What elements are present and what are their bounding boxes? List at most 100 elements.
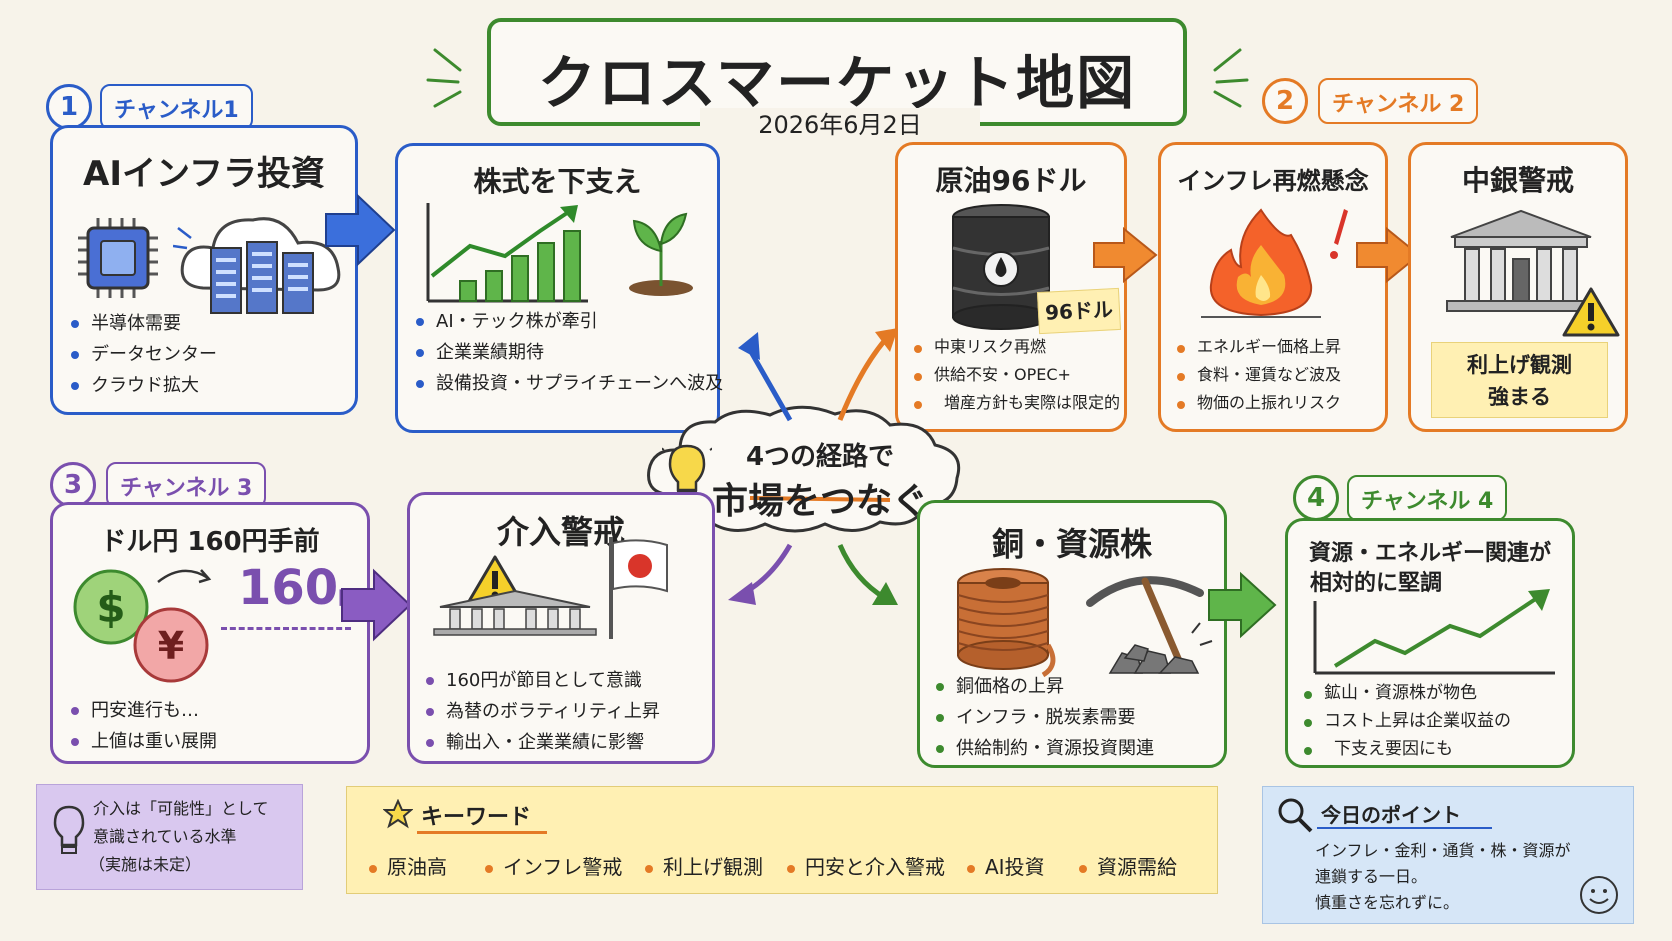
keyword-item: 円安と介入警戒 [787, 851, 945, 880]
copper-coil-icon [957, 568, 1056, 678]
list-item: 増産方針も実際は限定的 [914, 389, 1120, 417]
fire-icon [1201, 208, 1321, 318]
central-bank-title: 中銀警戒 [1461, 164, 1574, 197]
center-connector-arrows [728, 328, 898, 605]
list-item: 半導体需要 [71, 308, 217, 339]
list-item: 企業業績期待 [416, 337, 723, 368]
list-item: データセンター [71, 339, 217, 370]
warning-icon [1562, 287, 1620, 337]
svg-text:¥: ¥ [158, 624, 184, 668]
list-item: 物価の上振れリスク [1177, 389, 1341, 417]
intervention-note-line1: 介入は「可能性」として [93, 799, 269, 818]
today-point-title: 今日のポイント [1321, 803, 1461, 827]
list-item: 輸出入・企業業績に影響 [426, 727, 660, 758]
list-item: 下支え要因にも [1304, 735, 1511, 763]
list-item: 上値は重い展開 [71, 726, 217, 757]
list-item: 供給制約・資源投資関連 [936, 733, 1154, 764]
oil-barrel-icon [952, 204, 1050, 330]
resources-bullets: 鉱山・資源株が物色 コスト上昇は企業収益の 下支え要因にも [1304, 679, 1511, 763]
channel4-number: 4 [1293, 475, 1339, 521]
list-item: 銅価格の上昇 [936, 671, 1154, 702]
list-item: 中東リスク再燃 [914, 333, 1120, 361]
smiley-icon [1580, 876, 1618, 914]
ai-infra-bullets: 半導体需要 データセンター クラウド拡大 [71, 308, 217, 401]
keyword-item: インフレ警戒 [485, 851, 622, 880]
center-line2: 市場をつなぐ [711, 481, 928, 522]
intervention-bullets: 160円が節目として意識 為替のボラティリティ上昇 輸出入・企業業績に影響 [426, 665, 660, 758]
center-cloud-shape [647, 405, 961, 533]
arrow-orange-right-icon [1093, 226, 1158, 284]
stock-support-card: 株式を下支え AI・テック株が牽引 企業業績期待 設備投資・サプライチェーンへ波… [395, 143, 723, 433]
list-item: 鉱山・資源株が物色 [1304, 679, 1511, 707]
copper-bullets: 銅価格の上昇 インフラ・脱炭素需要 供給制約・資源投資関連 [936, 671, 1154, 764]
ai-infra-title: AIインフラ投資 [83, 154, 325, 194]
list-item: 160円が節目として意識 [426, 665, 660, 696]
today-point-underline [1317, 827, 1492, 829]
title-accent-marks [426, 48, 462, 108]
list-item: 供給不安・OPEC+ [914, 361, 1120, 389]
keywords-panel: キーワード 原油高 インフレ警戒 利上げ観測 円安と介入警戒 AI投資 資源需給 [346, 786, 1218, 894]
stock-support-title: 株式を下支え [473, 165, 642, 198]
japan-flag-icon [609, 537, 668, 639]
cloud-server-icon [173, 217, 341, 314]
keyword-item: 利上げ観測 [645, 851, 763, 880]
copper-title: 銅・資源株 [991, 525, 1152, 563]
list-item: 円安進行も… [71, 695, 217, 726]
list-item: エネルギー価格上昇 [1177, 333, 1341, 361]
rising-line-chart-icon [1313, 589, 1555, 675]
center-line1: 4つの経路で [745, 442, 895, 472]
sprout-icon [629, 212, 693, 296]
today-point-line3: 慎重さを忘れずに。 [1315, 893, 1460, 912]
list-item: インフラ・脱炭素需要 [936, 702, 1154, 733]
list-item: クラウド拡大 [71, 370, 217, 401]
arrow-orange-right-icon-2 [1356, 226, 1421, 284]
arrow-green-right-icon [1208, 571, 1277, 639]
star-icon [383, 799, 413, 829]
inflation-bullets: エネルギー価格上昇 食料・運賃など波及 物価の上振れリスク [1177, 333, 1341, 417]
keyword-item: AI投資 [967, 851, 1045, 880]
keywords-title: キーワード [421, 805, 532, 830]
today-point-line2: 連鎖する一日。 [1315, 867, 1428, 886]
chip-icon [78, 218, 158, 298]
list-item: 為替のボラティリティ上昇 [426, 696, 660, 727]
intervention-card: 介入警戒 160円が節目として意識 為替のボラティリティ上昇 輸出入・企業業績に… [407, 492, 715, 764]
date-label: 2026年6月2日 [700, 108, 980, 142]
channel2-tab: チャンネル 2 [1318, 78, 1479, 124]
rate-hike-note: 利上げ観測 強まる [1431, 342, 1608, 418]
today-point-panel: 今日のポイント インフレ・金利・通貨・株・資源が 連鎖する一日。 慎重さを忘れず… [1262, 786, 1634, 924]
lightbulb-icon [53, 805, 85, 854]
bank-building-icon [433, 589, 597, 636]
pickaxe-ore-icon [1086, 576, 1213, 674]
resources-title-line1: 資源・エネルギー関連が [1308, 541, 1551, 566]
title-accent-marks-right [1213, 48, 1249, 108]
intervention-note-line2: 意識されている水準 [93, 827, 237, 846]
level-dashed-line [221, 627, 351, 630]
list-item: 設備投資・サプライチェーンへ波及 [416, 368, 723, 399]
rate-hike-line2: 強まる [1488, 385, 1551, 409]
rate-hike-line1: 利上げ観測 [1467, 353, 1572, 377]
exclamation-icon [1330, 209, 1348, 259]
channel1-number: 1 [46, 84, 92, 130]
usdjpy-bullets: 円安進行も… 上値は重い展開 [71, 695, 217, 757]
keywords-title-underline [417, 831, 547, 834]
keyword-item: 資源需給 [1079, 851, 1177, 880]
oil-title: 原油96ドル [935, 164, 1087, 197]
arrow-purple-right-icon [341, 568, 412, 642]
bank-building-icon [1446, 209, 1596, 312]
oil-bullets: 中東リスク再燃 供給不安・OPEC+ 増産方針も実際は限定的 [914, 333, 1120, 417]
resources-title-line2: 相対的に堅調 [1310, 571, 1443, 596]
magnifier-icon [1278, 798, 1313, 833]
usdjpy-card: ドル円 160円手前 $ ¥ 160円 円安進行も… 上値は重い展開 [50, 502, 370, 764]
intervention-note-line3: （実施は未定） [89, 855, 202, 874]
central-bank-card: 中銀警戒 利上げ観測 強まる [1408, 142, 1628, 432]
ai-infra-card: AIインフラ投資 半導体需要 データセンター クラウド拡大 [50, 125, 358, 415]
intervention-title: 介入警戒 [496, 513, 625, 551]
channel4-tab: チャンネル 4 [1347, 475, 1508, 521]
stock-support-bullets: AI・テック株が牽引 企業業績期待 設備投資・サプライチェーンへ波及 [416, 306, 723, 399]
copper-card: 銅・資源株 銅価格の上昇 インフラ・脱炭素需要 供給制約・資源投資関連 [917, 500, 1227, 768]
list-item: 食料・運賃など波及 [1177, 361, 1341, 389]
inflation-card: インフレ再燃懸念 エネルギー価格上昇 食料・運賃など波及 物価の上振れリスク [1158, 142, 1388, 432]
svg-text:$: $ [96, 583, 125, 632]
yen-coin-icon: ¥ [133, 607, 209, 683]
usdjpy-title: ドル円 160円手前 [100, 527, 320, 557]
